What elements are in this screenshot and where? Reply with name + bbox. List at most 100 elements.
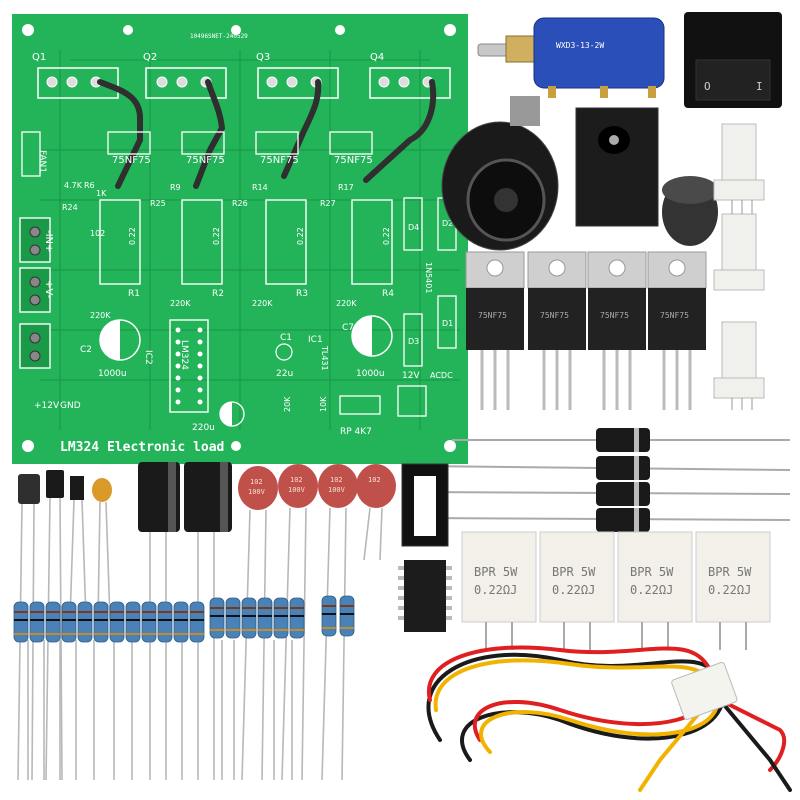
label-c1: C1: [280, 333, 292, 343]
ceramic-cap-label: 102: [330, 476, 343, 484]
label-c2: C2: [80, 345, 92, 355]
power-resistor-label-2: 0.22ΩJ: [552, 583, 595, 597]
loose-diodes: [419, 428, 791, 532]
dc-jack-panel: [441, 96, 559, 251]
resistor-row: [13, 595, 355, 643]
label-val-220k-3: 220K: [252, 299, 273, 308]
mosfet-text: 75NF75: [600, 311, 629, 320]
svg-text:O: O: [704, 80, 711, 93]
label-val-220k-1: 220K: [90, 311, 111, 320]
potentiometer: WXD3-13-2W: [477, 17, 665, 98]
label-val-102-1: 102: [90, 229, 105, 238]
label-plus12v: +12V: [34, 401, 60, 411]
label-val-47k-1: 4.7K: [64, 181, 83, 190]
electrolytic-caps: [138, 462, 232, 532]
ceramic-cap-label-v: 100V: [328, 486, 346, 494]
label-gnd: GND: [60, 401, 81, 411]
pin-headers: [713, 123, 765, 410]
label-r1: R1: [128, 289, 140, 299]
label-cap-22u: 22u: [276, 369, 293, 379]
label-r25: R25: [150, 199, 166, 208]
label-r27: R27: [320, 199, 336, 208]
label-in: -IN+: [43, 230, 54, 252]
ceramic-cap-label: 102: [368, 476, 381, 484]
power-resistor: BPR 5W 0.22ΩJ: [461, 531, 537, 623]
component-leads: [17, 497, 383, 781]
label-cap-1000u-1: 1000u: [98, 369, 127, 379]
label-val-022-2: 0.22: [212, 227, 221, 245]
pot-label: WXD3-13-2W: [556, 41, 604, 50]
label-d1: D1: [442, 319, 453, 328]
label-r9: R9: [170, 183, 181, 192]
ceramic-cap: 102: [356, 464, 396, 508]
label-q2: Q2: [143, 52, 157, 63]
label-cap-220u: 220u: [192, 423, 215, 433]
label-r4: R4: [382, 289, 394, 299]
power-resistor-label-1: BPR 5W: [474, 565, 518, 579]
label-val-20k: 20K: [283, 396, 292, 412]
mosfet: 75NF75: [587, 251, 647, 410]
label-r14: R14: [252, 183, 268, 192]
label-mosfet-3: 75NF75: [260, 155, 299, 166]
ceramic-cap-label-v: 100V: [288, 486, 306, 494]
label-val-220k-2: 220K: [170, 299, 191, 308]
pcb-title: LM324 Electronic load: [60, 440, 224, 455]
power-resistor: BPR 5W 0.22ΩJ: [617, 531, 693, 623]
label-val-10k: 10K: [319, 396, 328, 412]
label-diode-model: 1N5401: [424, 262, 433, 293]
ceramic-cap: 102 100V: [278, 464, 318, 508]
label-mosfet-2: 75NF75: [186, 155, 225, 166]
mosfet: 75NF75: [527, 251, 587, 410]
label-acdc: ACDC: [430, 371, 453, 380]
label-r6: R6: [84, 181, 95, 190]
label-ic2: IC2: [143, 350, 153, 365]
label-q3: Q3: [256, 52, 270, 63]
wire-harness: [426, 645, 792, 792]
power-resistor-label-1: BPR 5W: [630, 565, 674, 579]
mosfet-text: 75NF75: [540, 311, 569, 320]
mosfet: 75NF75: [465, 251, 525, 410]
power-resistor-label-2: 0.22ΩJ: [708, 583, 751, 597]
dc-jack-pcb: [575, 107, 659, 227]
label-ic1: IC1: [308, 335, 323, 345]
label-d2: D2: [442, 219, 453, 228]
label-d4: D4: [408, 223, 419, 232]
label-r2: R2: [212, 289, 224, 299]
small-components: [18, 470, 112, 504]
ic-chip: [398, 560, 452, 632]
label-val-220k-4: 220K: [336, 299, 357, 308]
ceramic-cap-label: 102: [290, 476, 303, 484]
label-lm324-ic: LM324: [179, 340, 189, 370]
ceramic-cap: 102 100V: [238, 466, 278, 510]
pcb-serial: 10496SNET-240529: [190, 33, 248, 40]
ceramic-cap-label-v: 100V: [248, 488, 266, 496]
power-resistor: BPR 5W 0.22ΩJ: [695, 531, 771, 623]
label-d3: D3: [408, 337, 419, 346]
label-r3: R3: [296, 289, 308, 299]
power-resistor-label-1: BPR 5W: [552, 565, 596, 579]
label-12v: 12V: [402, 371, 420, 381]
power-resistor-label-2: 0.22ΩJ: [474, 583, 517, 597]
label-mosfet-1: 75NF75: [112, 155, 151, 166]
power-resistor: BPR 5W 0.22ΩJ: [539, 531, 615, 623]
label-val-022-4: 0.22: [382, 227, 391, 245]
label-tl431: TL431: [320, 345, 329, 371]
label-r26: R26: [232, 199, 248, 208]
label-fan: FAN1: [37, 150, 47, 173]
label-val-022-3: 0.22: [296, 227, 305, 245]
label-c7: C7: [342, 323, 354, 333]
power-resistor-label-2: 0.22ΩJ: [630, 583, 673, 597]
pcb-board: 10496SNET-240529 Q1 Q2 Q3 Q4 75NF75 75NF…: [12, 14, 468, 464]
power-resistor-label-1: BPR 5W: [708, 565, 752, 579]
wire-connector: [671, 661, 738, 720]
label-vplus: +V-: [43, 280, 54, 299]
rocker-switch: O I: [684, 12, 782, 108]
mosfet: 75NF75: [647, 251, 707, 410]
ic-socket: [401, 463, 449, 547]
label-q4: Q4: [370, 52, 384, 63]
svg-text:I: I: [756, 80, 763, 93]
label-r17: R17: [338, 183, 354, 192]
label-rp: RP 4K7: [340, 427, 372, 437]
mosfet-text: 75NF75: [660, 311, 689, 320]
